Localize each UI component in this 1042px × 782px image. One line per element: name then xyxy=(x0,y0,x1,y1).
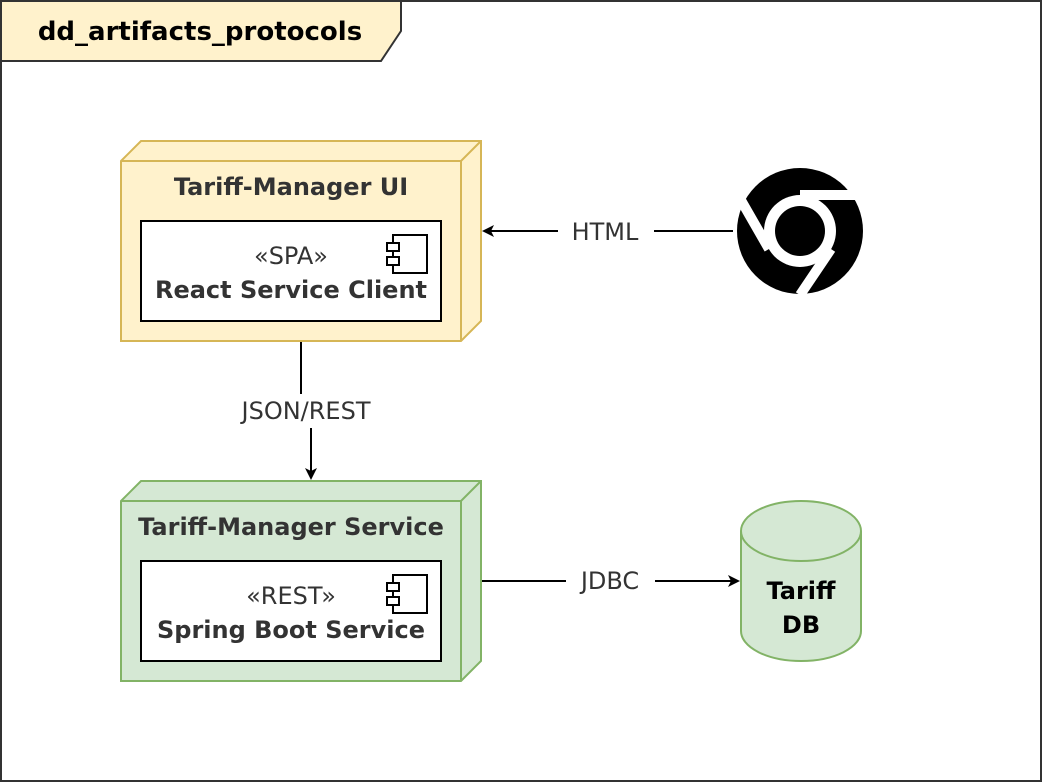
frame-tab: dd_artifacts_protocols xyxy=(0,0,402,62)
edge-label-json-rest: JSON/REST xyxy=(240,397,371,425)
component-icon xyxy=(386,574,428,614)
node-tariff-manager-service[interactable]: Tariff-Manager Service «REST» Spring Boo… xyxy=(120,480,482,682)
frame-title: dd_artifacts_protocols xyxy=(38,17,362,47)
edge-json-rest: JSON/REST xyxy=(240,342,371,480)
node-title: Tariff-Manager Service xyxy=(138,513,444,541)
node-title: Tariff-Manager UI xyxy=(174,173,408,201)
database-tariff-db[interactable]: Tariff DB xyxy=(740,500,862,662)
edge-html: HTML xyxy=(482,218,733,246)
edge-label-jdbc: JDBC xyxy=(579,567,639,595)
component-icon xyxy=(386,234,428,274)
component-spring-boot-service[interactable]: «REST» Spring Boot Service xyxy=(140,560,442,662)
db-label-line1: Tariff xyxy=(767,577,837,605)
component-name: Spring Boot Service xyxy=(157,616,425,644)
node-tariff-manager-ui[interactable]: Tariff-Manager UI «SPA» React Service Cl… xyxy=(120,140,482,342)
edge-jdbc: JDBC xyxy=(482,567,740,595)
component-stereotype: «REST» xyxy=(246,582,336,610)
chrome-icon[interactable] xyxy=(733,168,863,298)
component-name: React Service Client xyxy=(155,276,427,304)
db-label-line2: DB xyxy=(782,611,820,639)
component-stereotype: «SPA» xyxy=(254,242,328,270)
component-react-service-client[interactable]: «SPA» React Service Client xyxy=(140,220,442,322)
edge-label-html: HTML xyxy=(572,218,639,246)
